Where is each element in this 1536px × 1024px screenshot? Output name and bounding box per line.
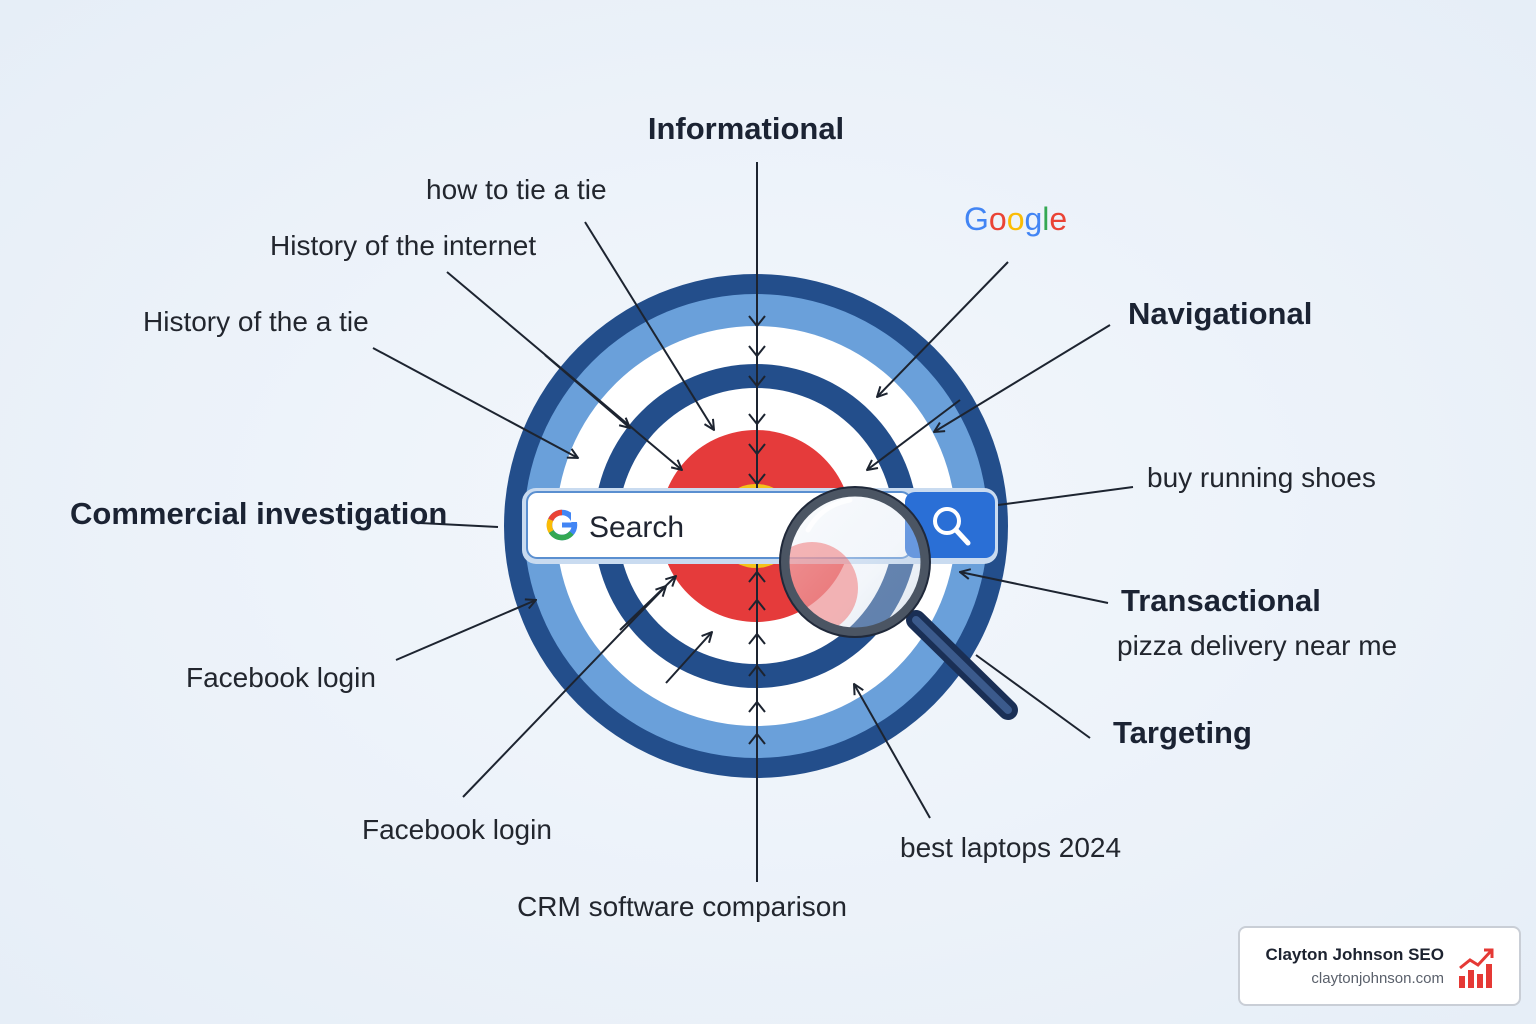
label-navigational: Navigational [1128, 296, 1312, 331]
arrow-transactional [960, 572, 1109, 604]
magnifying-glass-icon [779, 486, 1018, 720]
label-transactional: Transactional [1121, 583, 1321, 618]
arrow-internet-2 [544, 354, 630, 428]
arrow-laptops [854, 684, 931, 819]
arrow-running-shoes [997, 486, 1134, 506]
arrow-facebook-2 [462, 586, 666, 798]
arrow-targeting [975, 654, 1091, 739]
arrow-facebook-1 [395, 600, 536, 661]
arrow-facebook-2c [665, 632, 712, 684]
search-placeholder: Search [589, 511, 684, 544]
arrow-commercial [419, 522, 499, 528]
growth-chart-icon [1459, 948, 1494, 988]
google-g-icon [546, 509, 581, 541]
brand-card: Clayton Johnson SEO claytonjohnson.com [1238, 926, 1521, 1006]
google-wordmark: Google [964, 201, 1067, 237]
query-facebook-1: Facebook login [186, 662, 376, 693]
label-targeting: Targeting [1113, 715, 1252, 750]
leader-arrows [372, 221, 1134, 819]
label-informational: Informational [648, 111, 844, 146]
brand-name: Clayton Johnson SEO [1265, 945, 1444, 964]
arrow-facebook-2b [619, 576, 676, 631]
label-commercial: Commercial investigation [70, 496, 447, 531]
query-tie: how to tie a tie [426, 174, 607, 205]
central-axis [748, 162, 766, 882]
query-history-tie: History of the a tie [143, 306, 369, 337]
arrow-tie [584, 221, 714, 430]
arrow-history-tie [372, 347, 578, 458]
magnifier-icon [933, 507, 971, 546]
query-pizza: pizza delivery near me [1117, 630, 1397, 661]
arrow-navigational [934, 324, 1111, 432]
query-running-shoes: buy running shoes [1147, 462, 1376, 493]
arrow-navigational-2 [867, 399, 961, 470]
query-crm: CRM software comparison [517, 891, 847, 922]
brand-url: claytonjohnson.com [1311, 970, 1444, 987]
query-laptops: best laptops 2024 [900, 832, 1121, 863]
query-internet: History of the internet [270, 230, 536, 261]
query-facebook-2: Facebook login [362, 814, 552, 845]
arrow-google [877, 261, 1009, 397]
